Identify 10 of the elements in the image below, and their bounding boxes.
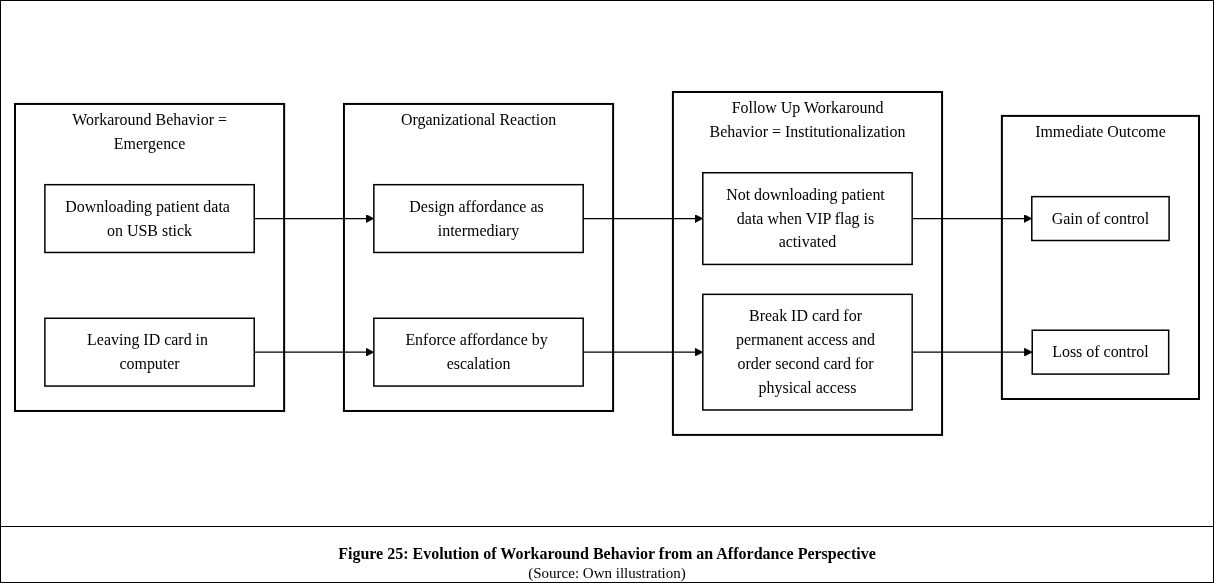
source-note: (Source: Own illustration) xyxy=(528,565,686,582)
node-box: Gain of control xyxy=(1031,195,1170,242)
node-box: Not downloading patient data when VIP flag is activated xyxy=(702,172,913,266)
node-box: Loss of control xyxy=(1031,329,1170,375)
figure-caption: Figure 25: Evolution of Workaround Behavior from an Affordance Perspective xyxy=(338,545,876,563)
node-box: Downloading patient data on USB stick xyxy=(44,184,255,254)
node-box: Leaving ID card in computer xyxy=(44,317,255,387)
node-box: Enforce affordance by escalation xyxy=(373,317,584,387)
node-box: Design affordance as intermediary xyxy=(373,184,584,254)
node-box: Break ID card for permanent access and order second card for physical access xyxy=(702,293,913,411)
